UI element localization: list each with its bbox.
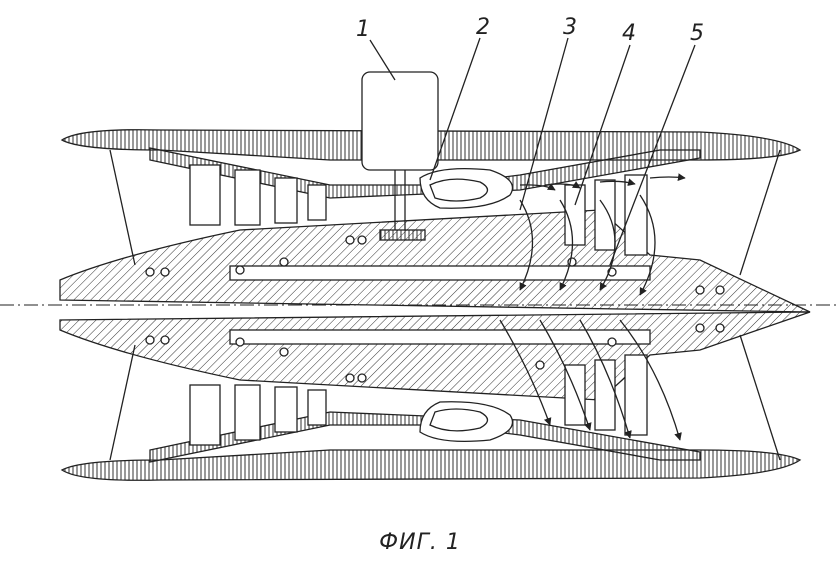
strut-rear-bottom xyxy=(739,334,781,461)
outer-nacelle-bottom xyxy=(60,449,802,481)
strut-front-top xyxy=(109,149,136,266)
combustor-bottom xyxy=(419,401,514,442)
callout-5: 5 xyxy=(690,21,704,46)
blade-rows-top xyxy=(189,164,648,256)
combustor-top xyxy=(419,168,514,209)
strut-front-bottom xyxy=(109,344,136,461)
caption-number: 1 xyxy=(445,530,461,555)
figure-caption: ФИГ. 1 xyxy=(0,530,840,555)
shaft xyxy=(229,265,651,281)
leader-1 xyxy=(369,39,396,81)
strut-rear-top xyxy=(739,149,781,276)
flow-arrows-bottom xyxy=(499,319,682,441)
callout-4: 4 xyxy=(622,21,636,46)
leader-3 xyxy=(519,37,569,211)
leader-4 xyxy=(574,44,631,206)
motor-box xyxy=(361,71,439,171)
gear xyxy=(379,229,426,241)
leader-2 xyxy=(429,37,481,181)
caption-label: ФИГ. xyxy=(379,530,438,555)
blade-rows-bottom xyxy=(189,354,648,446)
hub-top xyxy=(59,209,811,313)
callout-2: 2 xyxy=(476,15,490,40)
leader-5 xyxy=(609,44,696,266)
callout-1: 1 xyxy=(356,17,370,42)
shaft-lower xyxy=(229,329,651,345)
flow-arrows-top xyxy=(519,173,686,296)
callout-3: 3 xyxy=(563,15,577,40)
